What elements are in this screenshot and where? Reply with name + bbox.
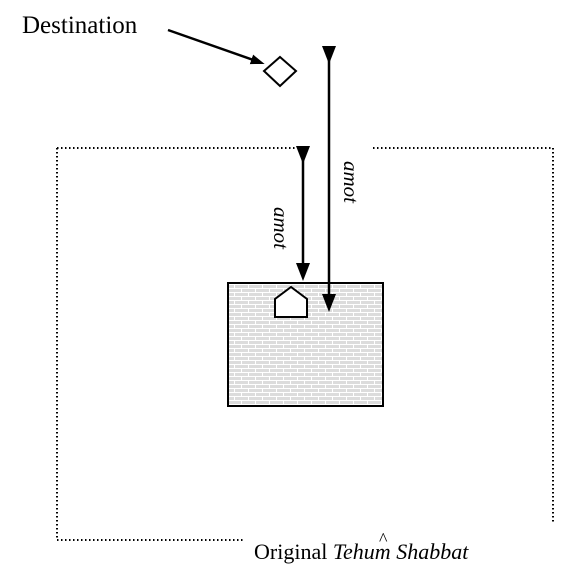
tehum-boundary xyxy=(56,147,554,541)
tehum-caption-accent: ^ xyxy=(379,529,388,549)
house-icon xyxy=(274,285,308,318)
tehum-caption-italic: Tehum Shabbat xyxy=(333,539,469,564)
amot-label-short: amot xyxy=(269,207,293,250)
tehum-caption-prefix: Original xyxy=(254,539,333,564)
amot-label-long: amot xyxy=(339,161,363,204)
diamond-icon xyxy=(262,55,298,88)
destination-pointer-arrow xyxy=(167,28,265,65)
tehum-caption: Original Tehum Shabbat xyxy=(254,539,469,564)
destination-label: Destination xyxy=(22,12,138,39)
